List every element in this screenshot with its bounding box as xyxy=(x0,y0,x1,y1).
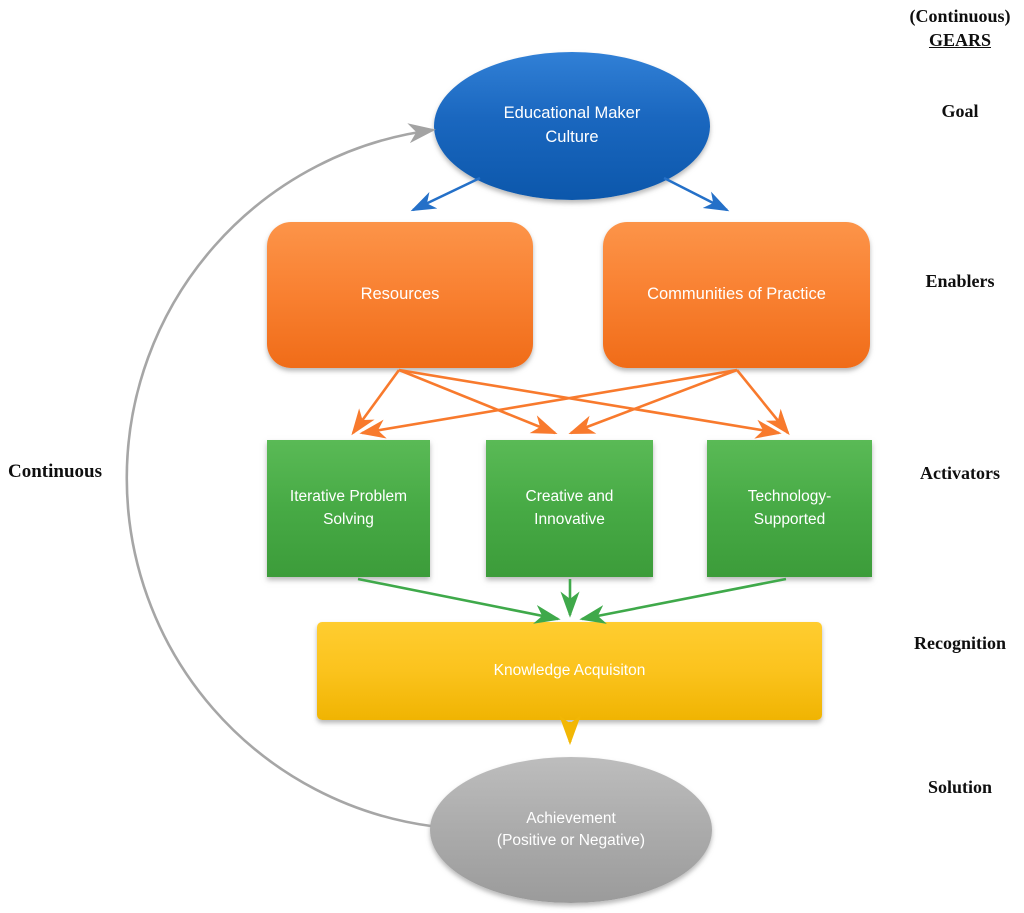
node-iterative-problem-solving: Iterative Problem Solving xyxy=(267,440,430,577)
node-educational-maker-culture: Educational Maker Culture xyxy=(434,52,710,200)
continuous-header-label: (Continuous) xyxy=(909,6,1011,26)
edge-technology-to-knowledge xyxy=(579,577,787,624)
node-knowledge-acquisiton-label: Knowledge Acquisiton xyxy=(493,661,646,679)
stage-label-goal: Goal xyxy=(941,101,979,121)
edge-iterative-to-knowledge xyxy=(357,577,561,624)
node-resources: Resources xyxy=(267,222,533,368)
edge-resources-to-iterative-problem-solving xyxy=(351,369,401,436)
edge-communities-to-technology-supported xyxy=(735,369,790,436)
gears-header-label: GEARS xyxy=(928,30,991,50)
node-iterative-problem-solving-label: Iterative Problem Solving xyxy=(289,488,408,528)
edge-goal-to-communities xyxy=(663,176,730,212)
stage-label-activators: Activators xyxy=(920,463,1000,483)
stage-label-recognition: Recognition xyxy=(914,633,1006,653)
edge-goal-to-resources xyxy=(410,176,481,212)
continuous-loop-label: Continuous xyxy=(8,461,102,482)
edge-communities-to-creative-and-innovative xyxy=(568,368,738,435)
edge-resources-to-technology-supported xyxy=(398,368,782,439)
edge-communities-to-iterative-problem-solving xyxy=(359,368,738,439)
edge-resources-to-creative-and-innovative xyxy=(398,368,558,435)
node-technology-supported-label: Technology-Supported xyxy=(747,488,832,528)
node-technology-supported: Technology-Supported xyxy=(707,440,872,577)
stage-label-enablers: Enablers xyxy=(925,271,995,291)
node-knowledge-acquisiton: Knowledge Acquisiton xyxy=(317,622,822,720)
node-achievement-line2: (Positive or Negative) xyxy=(496,832,646,849)
node-achievement-label: Achievement (Positive or Negative) xyxy=(497,808,645,853)
node-educational-maker-culture-label: Educational Maker Culture xyxy=(503,104,641,146)
stage-label-solution: Solution xyxy=(927,777,993,797)
node-achievement: Achievement (Positive or Negative) xyxy=(430,757,712,903)
node-communities-of-practice-label: Communities of Practice xyxy=(647,285,826,304)
node-resources-label: Resources xyxy=(360,285,440,304)
node-achievement-line1: Achievement xyxy=(526,809,616,827)
node-creative-and-innovative: Creative and Innovative xyxy=(486,440,653,577)
node-communities-of-practice: Communities of Practice xyxy=(603,222,870,368)
node-creative-and-innovative-label: Creative and Innovative xyxy=(525,488,614,528)
